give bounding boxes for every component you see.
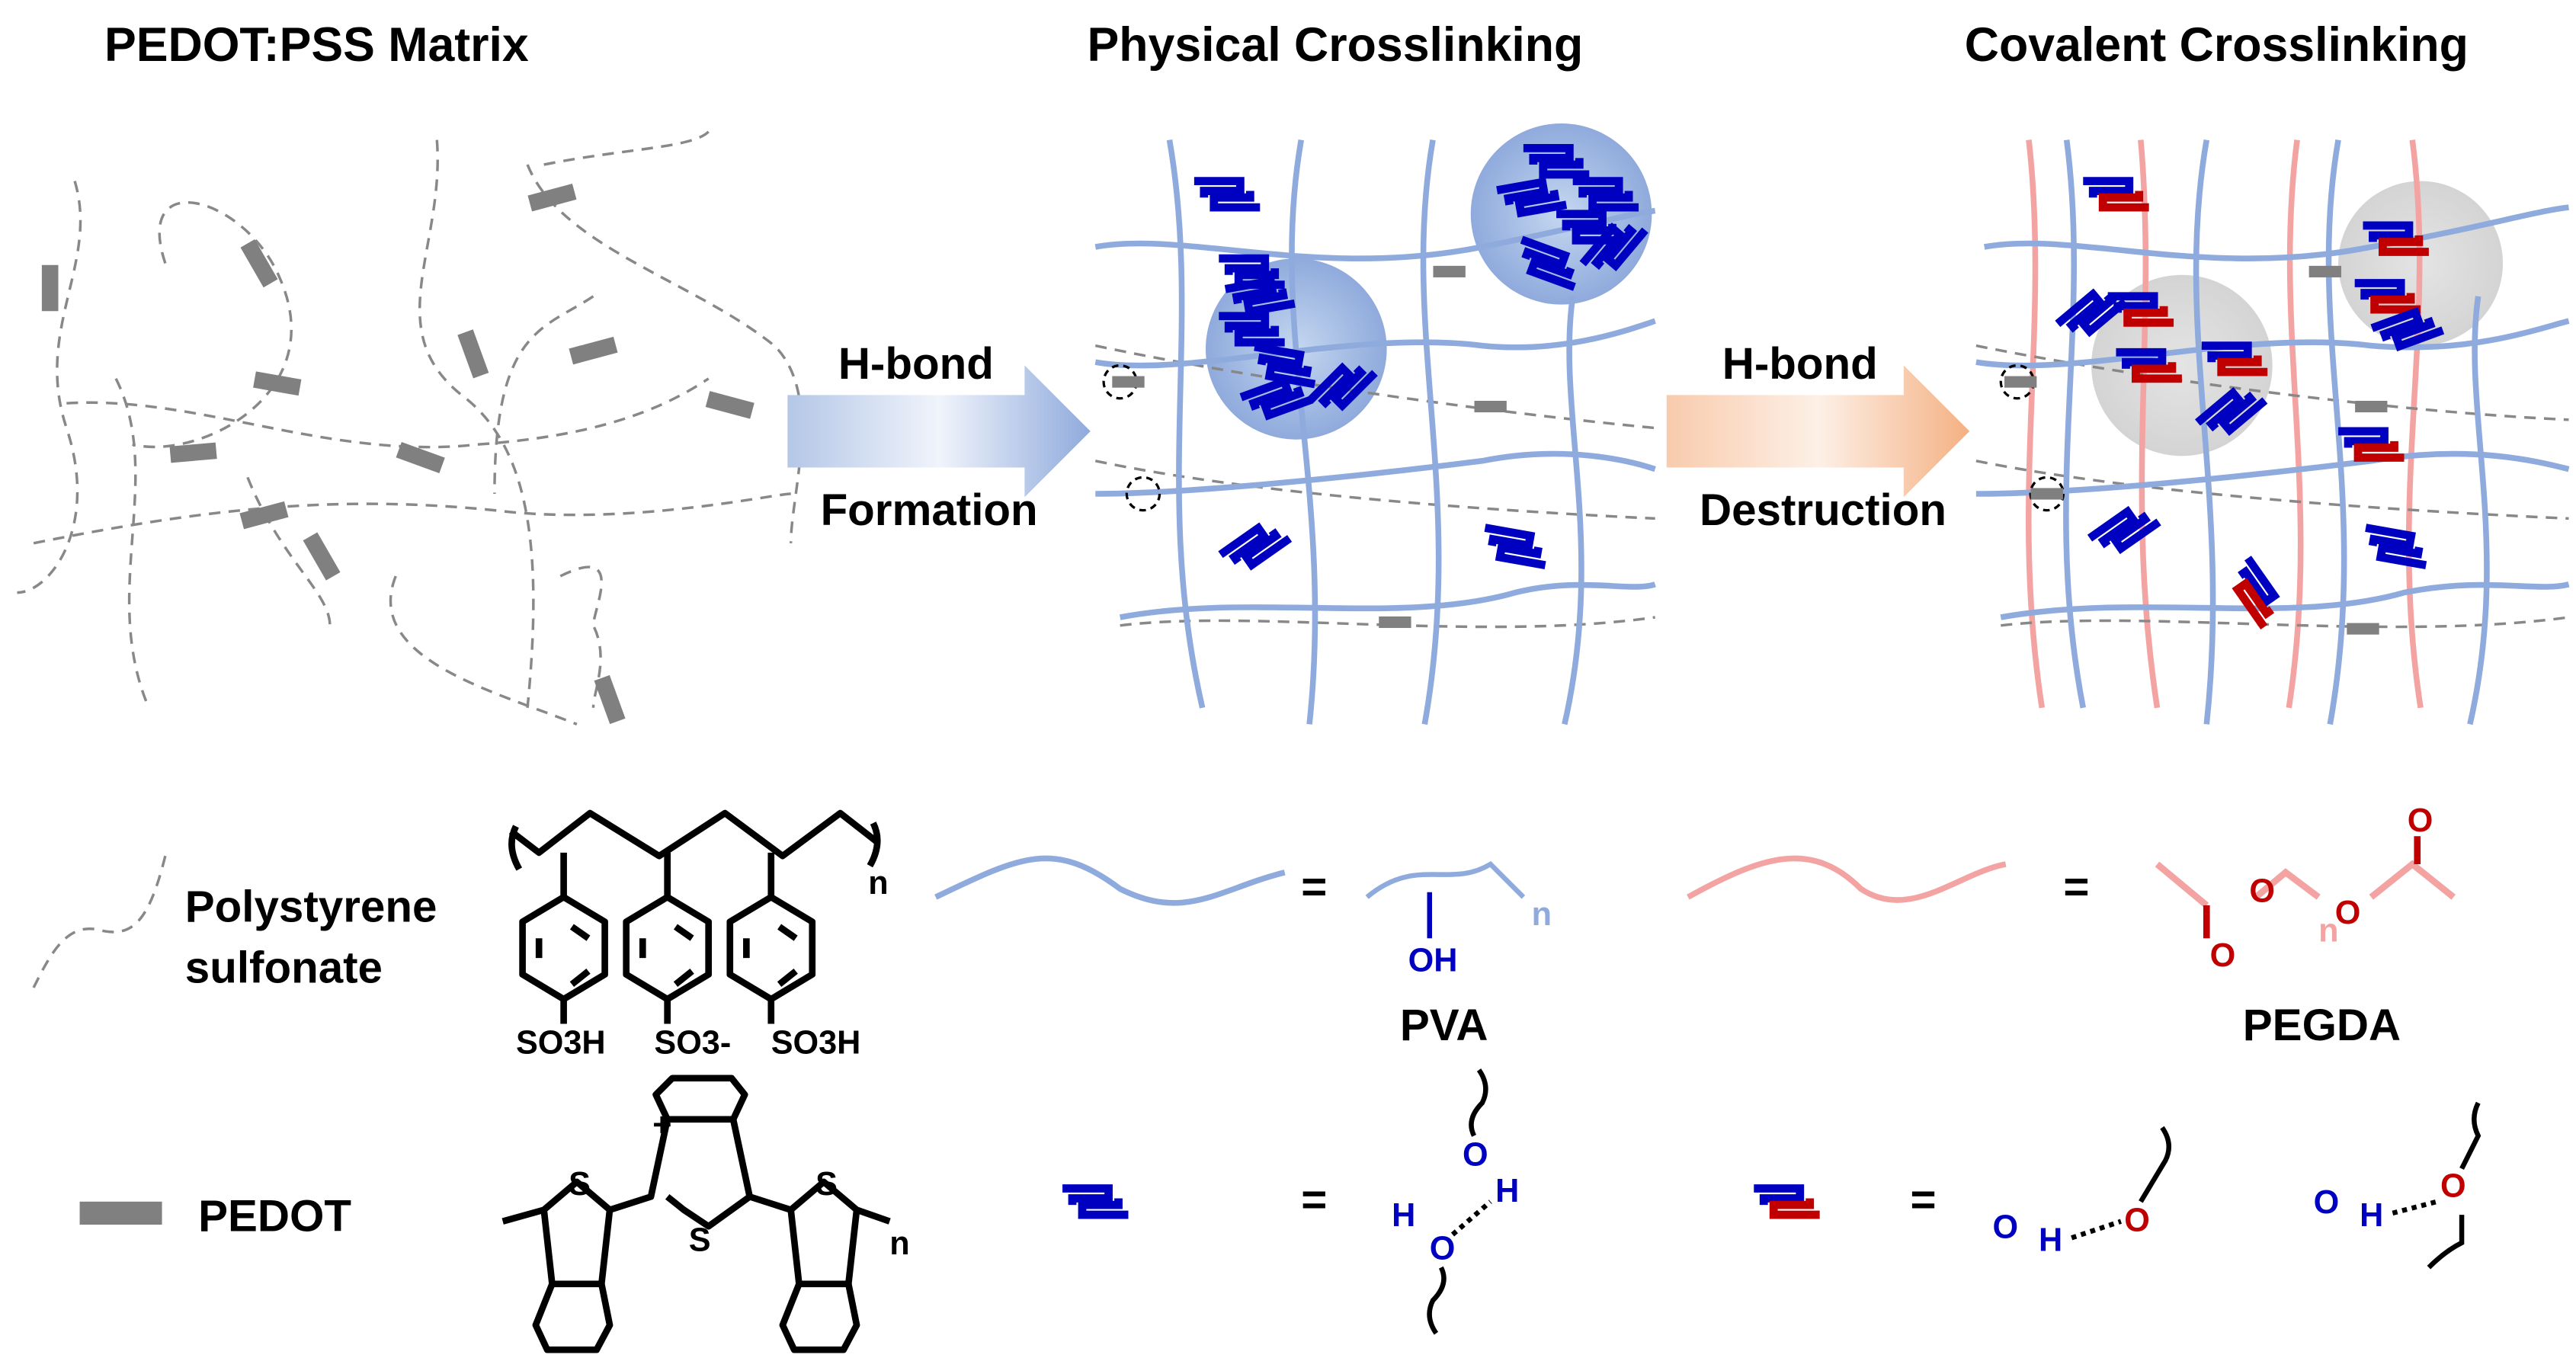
arrow-formation-top-label: H-bond: [838, 339, 994, 389]
pva-pegda-hbond-structure: O H O O H O: [1992, 1101, 2481, 1270]
atom-o: O: [2249, 873, 2275, 910]
pva-hbond-pair: [1481, 528, 1550, 565]
pegda-chain-swatch: [1687, 855, 2007, 903]
atom-o: O: [2335, 895, 2361, 931]
atom-o: O: [2440, 1167, 2466, 1204]
pss-group-2: SO3-: [654, 1024, 731, 1061]
atom-s: S: [815, 1166, 838, 1203]
benzene-ring: [623, 852, 713, 1024]
pedot-legend-swatch: [79, 1201, 162, 1225]
pedot-segment: [303, 532, 341, 581]
pedot-label: PEDOT: [198, 1192, 351, 1241]
equals-sign: =: [1301, 1175, 1327, 1225]
title-covalent-crosslinking: Covalent Crosslinking: [1965, 18, 2469, 72]
pedot-segment: [457, 329, 489, 379]
pegda-repeat-n: n: [2318, 913, 2338, 950]
equals-sign: =: [1910, 1175, 1936, 1225]
pss-group-1: SO3H: [516, 1024, 606, 1061]
pva-repeat-n: n: [1532, 896, 1552, 933]
pva-hbond-pair: [2090, 501, 2159, 560]
pedot-segment: [169, 442, 217, 463]
pedot-segment: [594, 674, 626, 725]
pss-repeat-n: n: [868, 865, 888, 902]
arrow-destruction-top-label: H-bond: [1722, 339, 1878, 389]
equals-sign: =: [2063, 863, 2089, 912]
pss-structure: n SO3H SO3- SO3H: [508, 809, 889, 1061]
pva-hbond-pair: [1194, 181, 1260, 208]
benzene-ring: [519, 852, 608, 1024]
physical-crosslinking-panel: [1094, 123, 1656, 725]
arrow-hbond-destruction: H-bond Destruction: [1666, 339, 1970, 535]
atom-o: O: [1463, 1136, 1488, 1173]
pss-label-line2: sulfonate: [185, 943, 383, 993]
pedot-segment: [2347, 623, 2379, 635]
arrow-formation-bottom-label: Formation: [821, 485, 1038, 535]
pva-hbond-pair: [2361, 528, 2430, 565]
arrow-destruction-bottom-label: Destruction: [1700, 485, 1946, 535]
pva-pva-hbond-symbol: [1062, 1189, 1128, 1215]
title-pedot-pss-matrix: PEDOT:PSS Matrix: [104, 18, 529, 72]
pva-pegda-hbond-pair: [2083, 181, 2148, 208]
pedot-segment: [705, 391, 755, 419]
pva-hbond-pair: [1221, 517, 1290, 576]
pss-group-3: SO3H: [771, 1024, 861, 1061]
pedot-segment: [2030, 488, 2063, 500]
pedot-segment: [239, 501, 289, 530]
pss-label-line1: Polystyrene: [185, 882, 437, 932]
covalent-crosslinking-panel: [1975, 139, 2570, 725]
pedot-structure: S S S + n: [501, 1075, 910, 1353]
pedot-segment: [1474, 400, 1507, 413]
atom-o: O: [2124, 1203, 2150, 1239]
pedot-segment: [41, 264, 59, 312]
atom-s: S: [689, 1222, 711, 1259]
pedot-segment: [2355, 400, 2388, 413]
pedot-segment: [2004, 376, 2037, 388]
pva-oh: OH: [1408, 942, 1458, 978]
pedot-pss-matrix-panel: [17, 130, 803, 726]
pedot-repeat-n: n: [889, 1225, 909, 1262]
pva-pegda-hbond-symbol: [1754, 1189, 1819, 1215]
pva-pegda-hbond-pair: [2338, 431, 2404, 458]
benzene-ring: [726, 852, 816, 1024]
pegda-label: PEGDA: [2243, 1001, 2401, 1050]
atom-o: O: [2314, 1184, 2340, 1221]
atom-o: O: [2210, 937, 2236, 974]
plus-charge: +: [652, 1107, 671, 1143]
atom-h: H: [1392, 1197, 1415, 1234]
atom-o: O: [2408, 802, 2433, 839]
pedot-segment: [569, 336, 618, 365]
atom-h: H: [2360, 1197, 2383, 1234]
pedot-segment: [1379, 616, 1411, 629]
pedot-segment: [527, 183, 577, 212]
atom-o: O: [1992, 1209, 2018, 1245]
pegda-backbone: [2155, 860, 2456, 908]
arrow-hbond-formation: H-bond Formation: [787, 339, 1091, 535]
pedot-segment: [1112, 376, 1145, 388]
pva-label: PVA: [1400, 1001, 1488, 1050]
pva-pva-hbond-structure: O H H O: [1392, 1068, 1519, 1335]
pva-chain-swatch: [934, 855, 1286, 906]
pva-backbone: [1365, 860, 1526, 899]
title-physical-crosslinking: Physical Crosslinking: [1087, 18, 1583, 72]
atom-h: H: [1495, 1173, 1519, 1209]
pedot-segment: [1433, 265, 1466, 277]
pva-pegda-hbond-pair: [2226, 558, 2286, 627]
pss-chain-legend-swatch: [32, 855, 167, 988]
atom-o: O: [1430, 1230, 1456, 1267]
pedot-segment: [2308, 265, 2341, 277]
pedot-segment: [253, 371, 302, 396]
atom-h: H: [2039, 1222, 2062, 1259]
equals-sign: =: [1301, 863, 1327, 912]
atom-s: S: [569, 1166, 591, 1203]
